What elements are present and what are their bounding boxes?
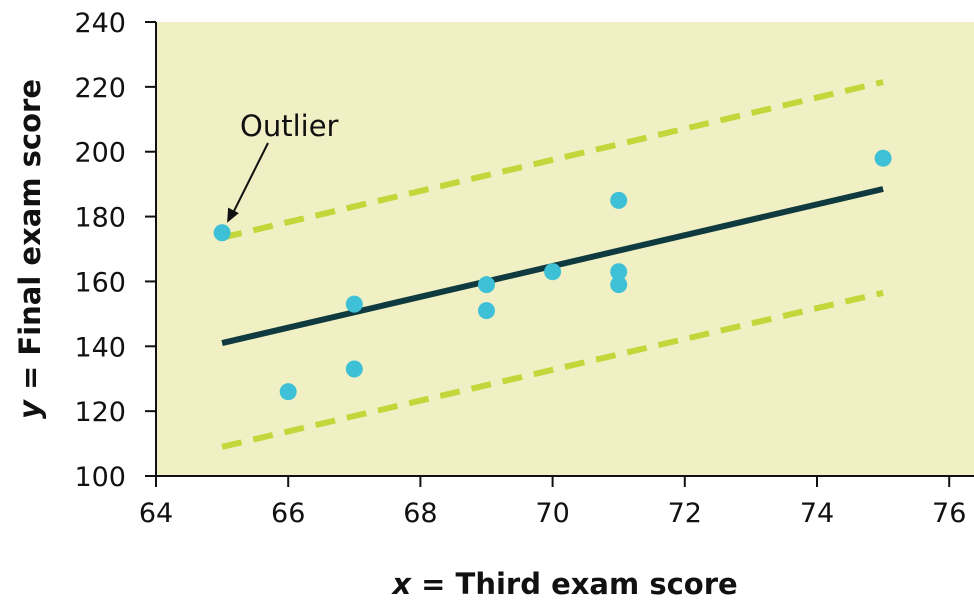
data-point (345, 295, 363, 313)
x-axis-label: x = Third exam score (390, 567, 737, 601)
upper-band-line (221, 79, 884, 241)
band-lines (221, 79, 884, 450)
data-point (544, 263, 562, 281)
y-axis-ticks: 100 120 140 160 180 200 220 240 (74, 8, 156, 493)
data-point (345, 360, 363, 378)
x-axis-label-var: x (390, 567, 412, 601)
x-axis-label-text: = Third exam score (411, 567, 738, 601)
y-axis-label: y = Final exam score (13, 79, 47, 419)
y-tick-label: 100 (74, 462, 126, 493)
x-tick-label: 76 (932, 498, 966, 529)
data-point (213, 224, 231, 242)
plot-area (156, 22, 974, 476)
y-axis-label-var: y (13, 399, 47, 419)
x-tick-label: 64 (139, 498, 173, 529)
x-tick-label: 68 (403, 498, 437, 529)
data-point (279, 383, 297, 401)
x-tick-label: 70 (535, 498, 569, 529)
outlier-arrow-head (227, 207, 239, 223)
data-point (610, 276, 628, 294)
y-tick-label: 140 (74, 332, 126, 363)
outlier-annotation: Outlier (240, 109, 339, 143)
data-point (610, 191, 628, 209)
data-point (478, 302, 495, 320)
y-tick-label: 240 (74, 8, 126, 39)
data-point (874, 149, 892, 167)
y-axis-label-text: = Final exam score (13, 79, 47, 400)
outlier-arrow (231, 142, 269, 216)
y-tick-label: 120 (74, 397, 126, 428)
x-tick-label: 72 (668, 498, 702, 529)
data-points (213, 149, 892, 401)
x-tick-label: 74 (800, 498, 834, 529)
y-tick-label: 160 (74, 267, 126, 298)
y-tick-label: 200 (74, 138, 126, 169)
x-tick-label: 66 (271, 498, 305, 529)
data-point (478, 276, 495, 294)
x-axis-ticks: 64 66 68 70 72 74 76 (139, 476, 966, 529)
y-tick-label: 180 (74, 203, 126, 234)
y-tick-label: 220 (74, 73, 126, 104)
data-point (610, 263, 628, 281)
lower-band-line (221, 289, 884, 450)
